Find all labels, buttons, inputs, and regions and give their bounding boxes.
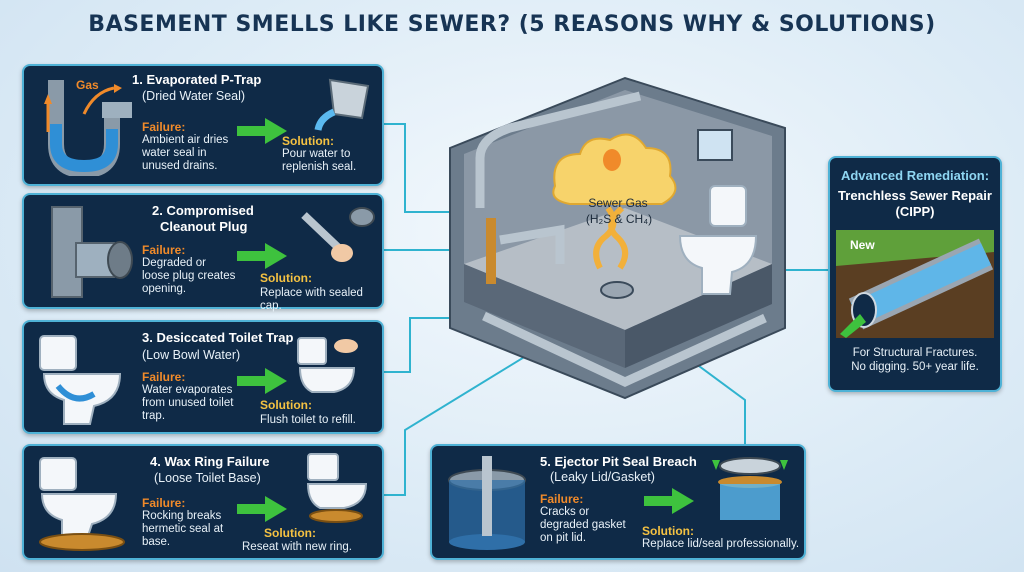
reason-5-failure-label: Failure: [540,492,584,506]
arrow-icon [237,368,287,394]
reason-4-solution-label: Solution: [264,526,316,540]
reason-4-title: 4. Wax Ring Failure [150,454,270,469]
reason-5-title: 5. Ejector Pit Seal Breach [540,454,697,469]
reason-4-subtitle: (Loose Toilet Base) [154,471,261,485]
reason-1-solution-label: Solution: [282,134,334,148]
reason-5-failure-line: Cracks or [540,506,590,518]
reason-2-failure-line: Degraded or [142,257,206,269]
reason-4-failure-line: base. [142,536,171,548]
reason-2-solution-line: Replace with sealed cap. [260,287,363,312]
flushing-toilet-icon [297,337,358,393]
ejector-pit-icon [448,456,526,550]
p-trap-icon [44,80,132,176]
reason-4-failure-label: Failure: [142,496,186,510]
basement-illustration [449,76,786,400]
arrow-icon [237,118,287,144]
reason-5-solution-label: Solution: [642,524,694,538]
advanced-title-line2: (CIPP) [895,204,935,219]
reason-card-3: 3. Desiccated Toilet Trap (Low Bowl Wate… [22,320,384,434]
reason-4-failure-line: Rocking breaks [142,510,222,522]
reason-4-solution-line: Reseat with new ring. [242,541,352,553]
bucket-icon [314,78,370,131]
gas-icon-label: Gas [76,78,99,92]
reason-3-subtitle: (Low Bowl Water) [142,348,241,362]
reason-1-solution-line: Pour water to [282,148,351,160]
wrench-icon [301,207,375,262]
wax-ring-toilet-icon [39,457,125,551]
reason-3-failure-line: from unused toilet [142,397,234,409]
reason-3-solution-label: Solution: [260,398,312,412]
advanced-title: Trenchless Sewer Repair [838,188,992,203]
reason-2-title: 2. Compromised [152,203,254,218]
reason-2-failure-line: loose plug creates [142,270,236,282]
reason-1-failure-label: Failure: [142,120,186,134]
reason-3-failure-line: Water evaporates [142,384,233,396]
reason-2-failure-label: Failure: [142,243,186,257]
arrow-icon [644,488,694,514]
reason-5-solution-line: Replace lid/seal professionally. [642,538,800,550]
reason-5-failure-line: on pit lid. [540,532,587,544]
sewer-gas-formula: (H₂S & CH₄) [585,212,653,226]
reason-5-subtitle: (Leaky Lid/Gasket) [550,470,655,484]
reason-2-title-line2: Cleanout Plug [160,219,248,234]
new-pipe-label: New [850,238,875,252]
arrow-icon [237,496,287,522]
reason-3-solution-line: Flush toilet to refill. [260,414,356,426]
reason-card-4: 4. Wax Ring Failure (Loose Toilet Base) … [22,444,384,560]
reason-1-subtitle: (Dried Water Seal) [142,89,246,103]
arrow-icon [237,243,287,269]
reason-card-5: 5. Ejector Pit Seal Breach (Leaky Lid/Ga… [430,444,806,560]
reason-1-failure-line: Ambient air dries [142,134,229,146]
toilet-icon [39,335,122,425]
sealed-lid-icon [712,457,788,520]
advanced-heading: Advanced Remediation: [840,168,990,183]
cleanout-plug-icon [51,206,133,298]
page-title: BASEMENT SMELLS LIKE SEWER? (5 REASONS W… [88,12,936,37]
reason-3-failure-label: Failure: [142,370,186,384]
reason-card-1: Gas 1. Evaporated P-Trap (Dried Water Se… [22,64,384,186]
new-toilet-icon [306,453,368,523]
advanced-footer-line: For Structural Fractures. [852,347,978,359]
reason-card-2: 2. Compromised Cleanout Plug Failure: De… [22,193,384,312]
advanced-remediation-card: Advanced Remediation: Trenchless Sewer R… [828,156,1002,392]
reason-3-failure-line: trap. [142,410,166,422]
reason-1-failure-line: water seal in [142,147,207,159]
reason-3-title: 3. Desiccated Toilet Trap [142,330,294,345]
sewer-gas-label: Sewer Gas [588,196,648,210]
reason-4-failure-line: hermetic seal at [142,523,224,535]
reason-1-solution-line: replenish seal. [282,161,357,173]
reason-1-failure-line: unused drains. [142,160,218,172]
reason-2-solution-label: Solution: [260,271,312,285]
advanced-footer-line: No digging. 50+ year life. [851,361,979,373]
reason-2-failure-line: opening. [142,283,187,295]
reason-5-failure-line: degraded gasket [540,519,626,531]
cipp-pipe-icon [836,230,994,338]
reason-1-title: 1. Evaporated P-Trap [132,72,262,87]
